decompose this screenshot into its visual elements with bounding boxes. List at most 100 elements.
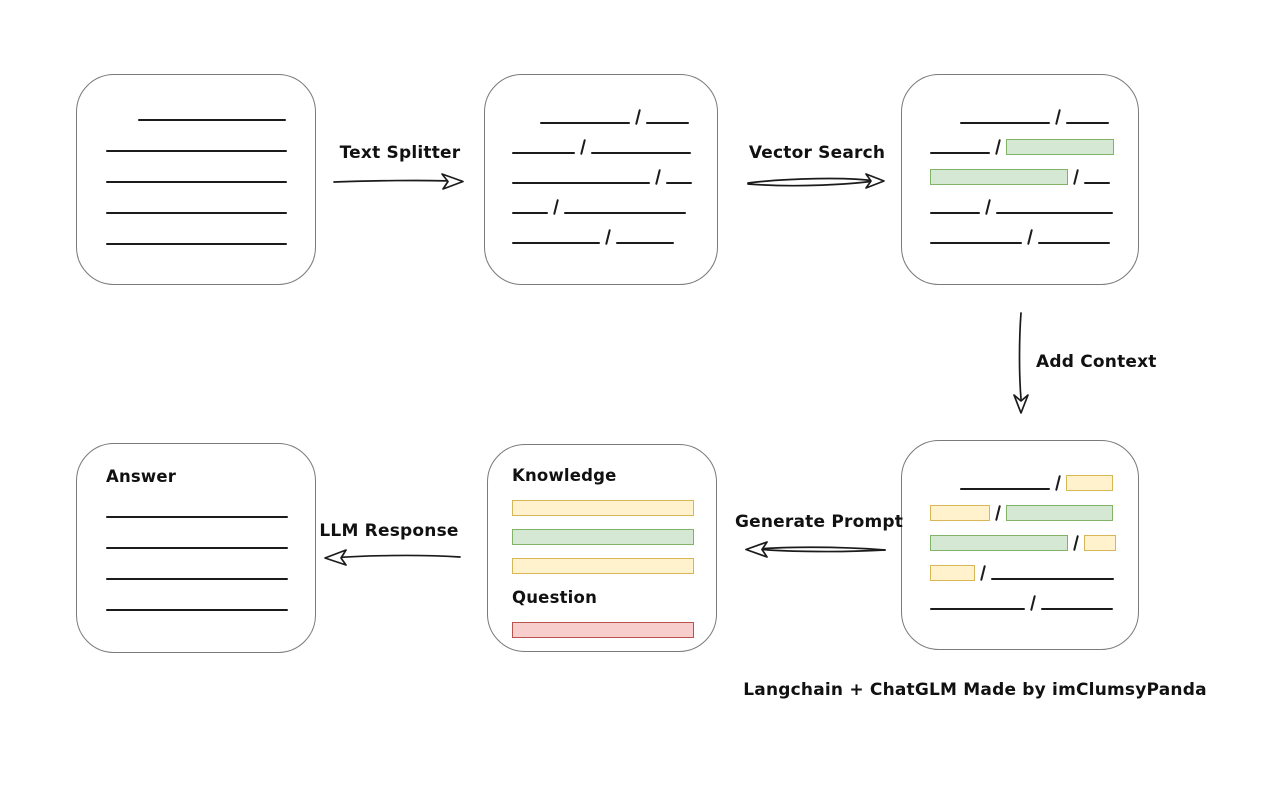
chunk-row [512,529,716,545]
chunk-row [106,181,315,184]
highlight-green [930,169,1068,185]
slash-separator [980,564,986,582]
chunk-row [930,593,1138,612]
slash-separator [580,138,586,156]
chunk-row [512,622,716,638]
box-label: Question [512,588,598,607]
text-line [106,516,288,518]
slash-separator [1055,108,1061,126]
context-chunks-box [901,440,1139,650]
highlight-yellow [1084,535,1116,551]
text-line [1038,242,1110,244]
chunk-row [106,150,315,153]
text-line [1066,122,1109,124]
answer-box: Answer [76,443,316,653]
text-line [930,242,1022,244]
chunk-row [930,167,1138,186]
chunk-row [930,227,1138,246]
chunk-row: Answer [106,466,315,488]
slash-separator [655,168,661,186]
chunk-row [512,167,717,186]
slash-separator [1073,534,1079,552]
chunk-row [930,137,1138,156]
generate-prompt-label: Generate Prompt [735,512,904,532]
chunk-rows [485,75,717,284]
text-line [930,212,980,214]
slash-separator [995,504,1001,522]
chunk-row [512,107,717,126]
vector-search-label: Vector Search [748,143,886,163]
llm-response-label: LLM Response [319,521,459,541]
chunk-row [106,547,315,550]
text-line [106,150,287,152]
chunk-row [930,533,1138,552]
highlight-green [1006,139,1114,155]
chunk-row [106,119,315,122]
text-line [666,182,692,184]
slash-separator [985,198,991,216]
text-line [616,242,674,244]
text-splitter-label: Text Splitter [339,143,461,163]
text-line [512,182,650,184]
text-line [930,608,1025,610]
chunk-row [106,243,315,246]
slash-separator [1030,594,1036,612]
text-line [1084,182,1110,184]
highlight-red [512,622,694,638]
answer-rows: Answer [77,444,315,652]
caption: Langchain + ChatGLM Made by imClumsyPand… [743,680,1207,700]
text-line [512,242,600,244]
chunk-row: Knowledge [512,465,716,487]
highlight-yellow [930,505,990,521]
chunk-row [106,212,315,215]
highlight-green [512,529,694,545]
left-arrow-icon [745,541,886,558]
highlight-green [930,535,1068,551]
slash-separator [1055,474,1061,492]
text-line [646,122,689,124]
chunk-row [930,107,1138,126]
highlight-yellow [930,565,975,581]
source-document-box [76,74,316,285]
text-line [564,212,686,214]
chunk-row [930,197,1138,216]
slash-separator [1073,168,1079,186]
add-context-label: Add Context [1036,352,1157,372]
left-arrow-icon [324,549,461,566]
chunk-row [106,516,315,519]
text-line [591,152,691,154]
chunk-row [930,473,1138,492]
right-arrow-icon [747,173,885,189]
slash-separator [553,198,559,216]
chunk-row [512,227,717,246]
text-line [960,122,1050,124]
text-line [106,243,287,245]
chunk-row [512,500,716,516]
slash-separator [605,228,611,246]
text-line [138,119,286,121]
text-line [106,547,288,549]
right-arrow-icon [333,173,464,190]
text-line [106,181,287,183]
chunk-row [106,578,315,581]
chunk-row [512,197,717,216]
slash-separator [995,138,1001,156]
document-lines [77,75,315,284]
highlight-yellow [512,500,694,516]
highlight-yellow [1066,475,1113,491]
text-line [106,609,288,611]
text-line [996,212,1113,214]
text-line [106,212,287,214]
text-line [991,578,1114,580]
chunk-row: Question [512,587,716,609]
slash-separator [1027,228,1033,246]
chunk-row [930,503,1138,522]
text-line [960,488,1050,490]
highlight-yellow [512,558,694,574]
down-arrow-icon [1013,312,1029,414]
text-line [1041,608,1113,610]
text-line [512,152,575,154]
